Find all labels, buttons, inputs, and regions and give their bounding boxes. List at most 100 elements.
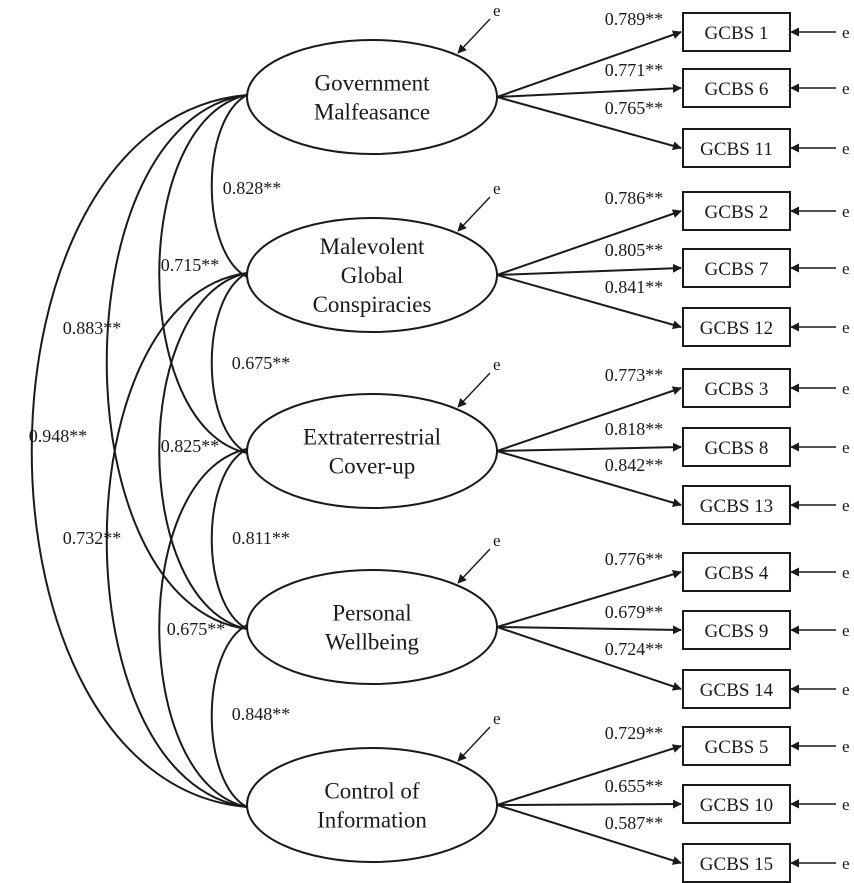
correlation-coefficient: 0.732** [63, 528, 122, 548]
item-error-label: e [842, 737, 850, 756]
item-box: GCBS 12 [682, 307, 791, 347]
item-label: GCBS 13 [700, 496, 773, 517]
loading-coefficient: 0.842** [605, 455, 664, 475]
item-box: GCBS 14 [682, 669, 791, 709]
item-label: GCBS 10 [700, 795, 773, 816]
loading-arrow [496, 744, 682, 806]
item-box: GCBS 10 [682, 784, 791, 824]
loading-coefficient: 0.724** [605, 639, 664, 659]
item-box: GCBS 13 [682, 485, 791, 525]
loading-coefficient: 0.771** [605, 60, 664, 80]
factor-label: Malfeasance [314, 100, 430, 125]
item-label: GCBS 4 [705, 563, 769, 584]
correlation-arc [158, 448, 248, 808]
item-label: GCBS 15 [700, 854, 773, 875]
item-error-label: e [842, 795, 850, 814]
item-error-label: e [842, 202, 850, 221]
correlation-arc [105, 94, 248, 630]
loading-coefficient: 0.818** [605, 419, 664, 439]
loading-coefficient: 0.841** [605, 277, 664, 297]
loading-arrow [496, 799, 682, 809]
loading-arrow [496, 263, 682, 276]
loading-coefficient: 0.805** [605, 240, 664, 260]
item-rect [682, 843, 791, 883]
item-box: GCBS 1 [682, 12, 791, 52]
item-error-label: e [842, 23, 850, 42]
item-label: GCBS 9 [705, 621, 769, 642]
item-error-label: e [842, 680, 850, 699]
factor-error-label: e [493, 179, 501, 198]
item-label: GCBS 1 [705, 23, 769, 44]
item-rect [682, 368, 791, 408]
item-label: GCBS 14 [700, 680, 774, 701]
loading-coefficient: 0.789** [605, 9, 664, 29]
item-label: GCBS 11 [700, 139, 773, 160]
correlation-arc [158, 94, 248, 454]
item-box: GCBS 8 [682, 427, 791, 467]
factor-error-label: e [493, 355, 501, 374]
loading-arrow [496, 274, 682, 330]
item-rect [682, 485, 791, 525]
loading-arrow [496, 83, 682, 98]
correlation-arc [158, 272, 248, 630]
correlation-arc [210, 94, 248, 278]
factor-error-label: e [493, 1, 501, 20]
factor-label: Government [315, 71, 431, 96]
item-rect [682, 191, 791, 231]
item-box: GCBS 2 [682, 191, 791, 231]
factor-label: Wellbeing [325, 630, 419, 655]
item-error-label: e [842, 496, 850, 515]
item-box: GCBS 6 [682, 68, 791, 108]
loading-arrow [496, 450, 682, 508]
coefficient-labels: 0.828**0.675**0.811**0.848**0.715**0.825… [29, 9, 664, 833]
correlation-coefficient: 0.715** [161, 255, 220, 275]
item-rect [682, 552, 791, 592]
loading-arrow [496, 804, 682, 865]
item-error-label: e [842, 438, 850, 457]
factor-label: Control of [324, 779, 420, 804]
item-box: GCBS 11 [682, 128, 791, 168]
correlation-coefficient: 0.675** [167, 619, 226, 639]
item-box: GCBS 5 [682, 726, 791, 766]
item-error-label: e [842, 259, 850, 278]
loading-arrow [496, 30, 682, 98]
item-rect [682, 610, 791, 650]
item-label: GCBS 6 [705, 79, 769, 100]
item-label: GCBS 5 [705, 737, 769, 758]
correlation-arc [210, 448, 248, 630]
item-rect [682, 307, 791, 347]
loading-paths [496, 30, 682, 865]
item-label: GCBS 8 [705, 438, 769, 459]
loading-coefficient: 0.786** [605, 188, 664, 208]
factor-error-arrow [457, 18, 491, 54]
latent-factors: GovernmentMalfeasanceeMalevolentGlobalCo… [246, 1, 501, 863]
correlation-arc [30, 94, 248, 808]
factor-error-arrow [457, 372, 491, 408]
factor-ellipse [246, 393, 498, 509]
loading-arrow [496, 442, 682, 452]
correlation-coefficient: 0.825** [161, 436, 220, 456]
factor-ellipse [246, 747, 498, 863]
loading-coefficient: 0.655** [605, 776, 664, 796]
item-rect [682, 784, 791, 824]
loading-arrow [496, 570, 682, 628]
item-rect [682, 427, 791, 467]
correlation-arcs [30, 94, 248, 808]
loading-coefficient: 0.773** [605, 365, 664, 385]
item-label: GCBS 2 [705, 202, 769, 223]
factor-label: Conspiracies [313, 292, 432, 317]
factor-error-arrow [457, 196, 491, 232]
item-label: GCBS 7 [705, 259, 769, 280]
item-rect [682, 669, 791, 709]
loading-coefficient: 0.729** [605, 723, 664, 743]
item-box: GCBS 9 [682, 610, 791, 650]
correlation-coefficient: 0.675** [232, 353, 291, 373]
factor-error-label: e [493, 531, 501, 550]
loading-arrow [496, 386, 682, 452]
factor-error-arrow [457, 548, 491, 584]
